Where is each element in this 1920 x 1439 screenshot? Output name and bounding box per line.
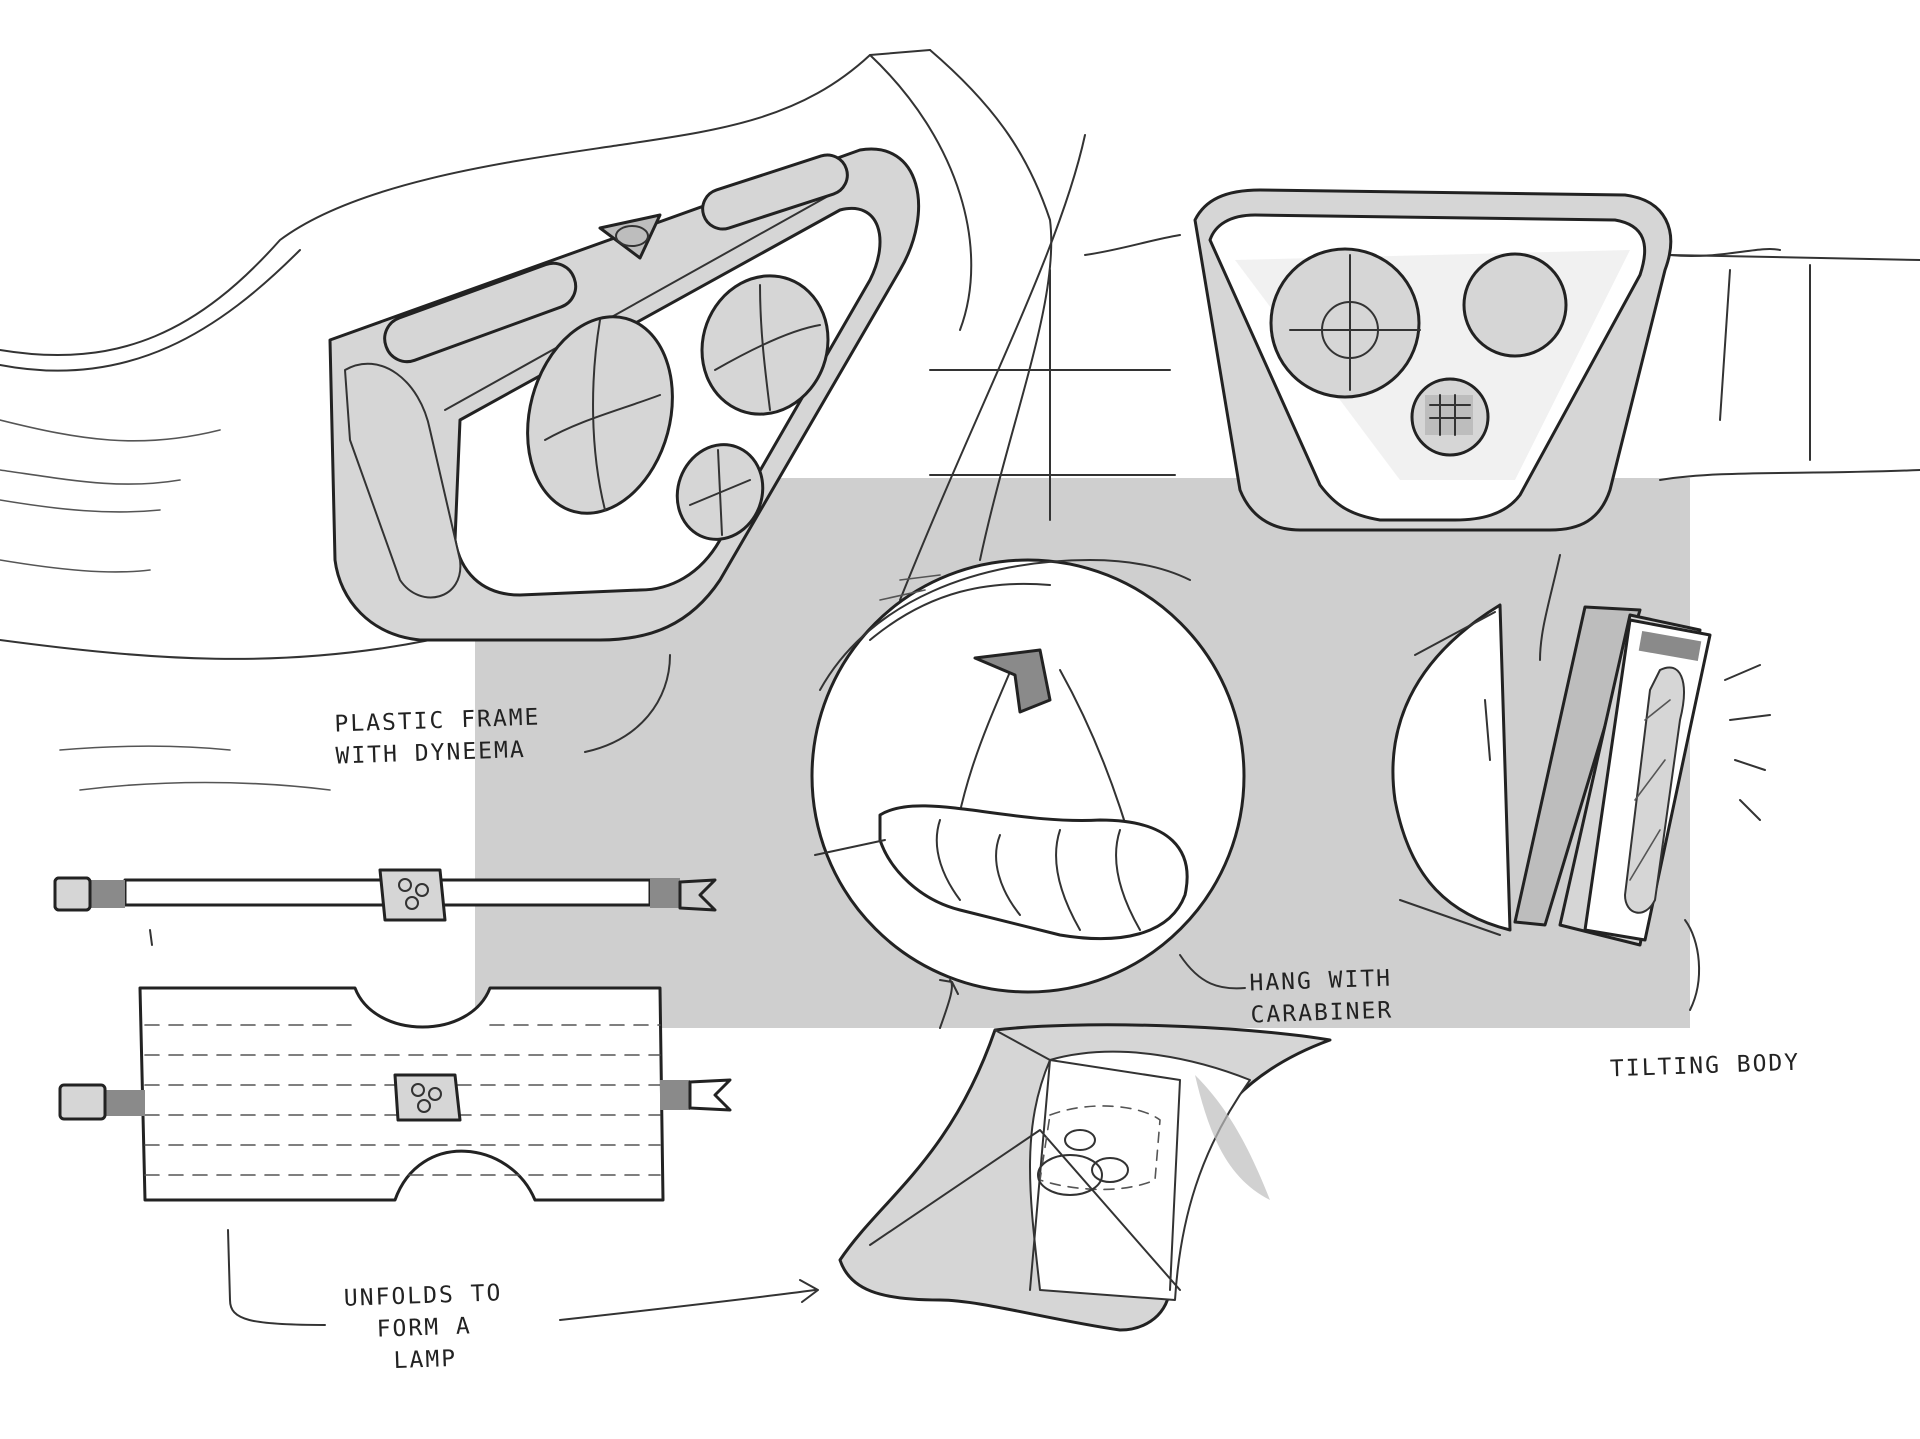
tilting-body-sketch [1391,603,1771,1011]
callout-line-unfolds [227,1229,326,1326]
annotation-hang-with-carabiner: HANG WITH CARABINER [1249,963,1394,1032]
annotation-tilting-body: TILTING BODY [1609,1047,1801,1086]
annotation-plastic-frame: PLASTIC FRAME WITH DYNEEMA [334,701,542,772]
headlamp-perspective-view [0,49,1086,791]
lamp-sketch [838,1023,1332,1332]
arrow-to-lamp [559,1279,819,1321]
annotation-unfolds-to-form-a-lamp: UNFOLDS TO FORM A LAMP [343,1277,505,1378]
unfolded-sheet-sketch [58,986,732,1202]
annotation-hang-line-1: HANG WITH [1249,965,1393,997]
callout-line-hang [1179,954,1246,990]
annotation-hang-line-2: CARABINER [1250,997,1394,1029]
annotation-unfolds-line-3: LAMP [393,1345,458,1375]
annotation-unfolds-line-1: UNFOLDS TO [343,1280,503,1312]
callout-line-plastic-frame [584,654,671,753]
headlamp-front-view [929,188,1920,532]
folded-strap-sketch [53,868,717,946]
carabiner-detail-circle [810,558,1246,994]
connector-line-tilting [1539,554,1561,661]
annotation-tilting-line-1: TILTING BODY [1609,1049,1801,1083]
arrow-unfold-to-lamp [939,979,959,1029]
